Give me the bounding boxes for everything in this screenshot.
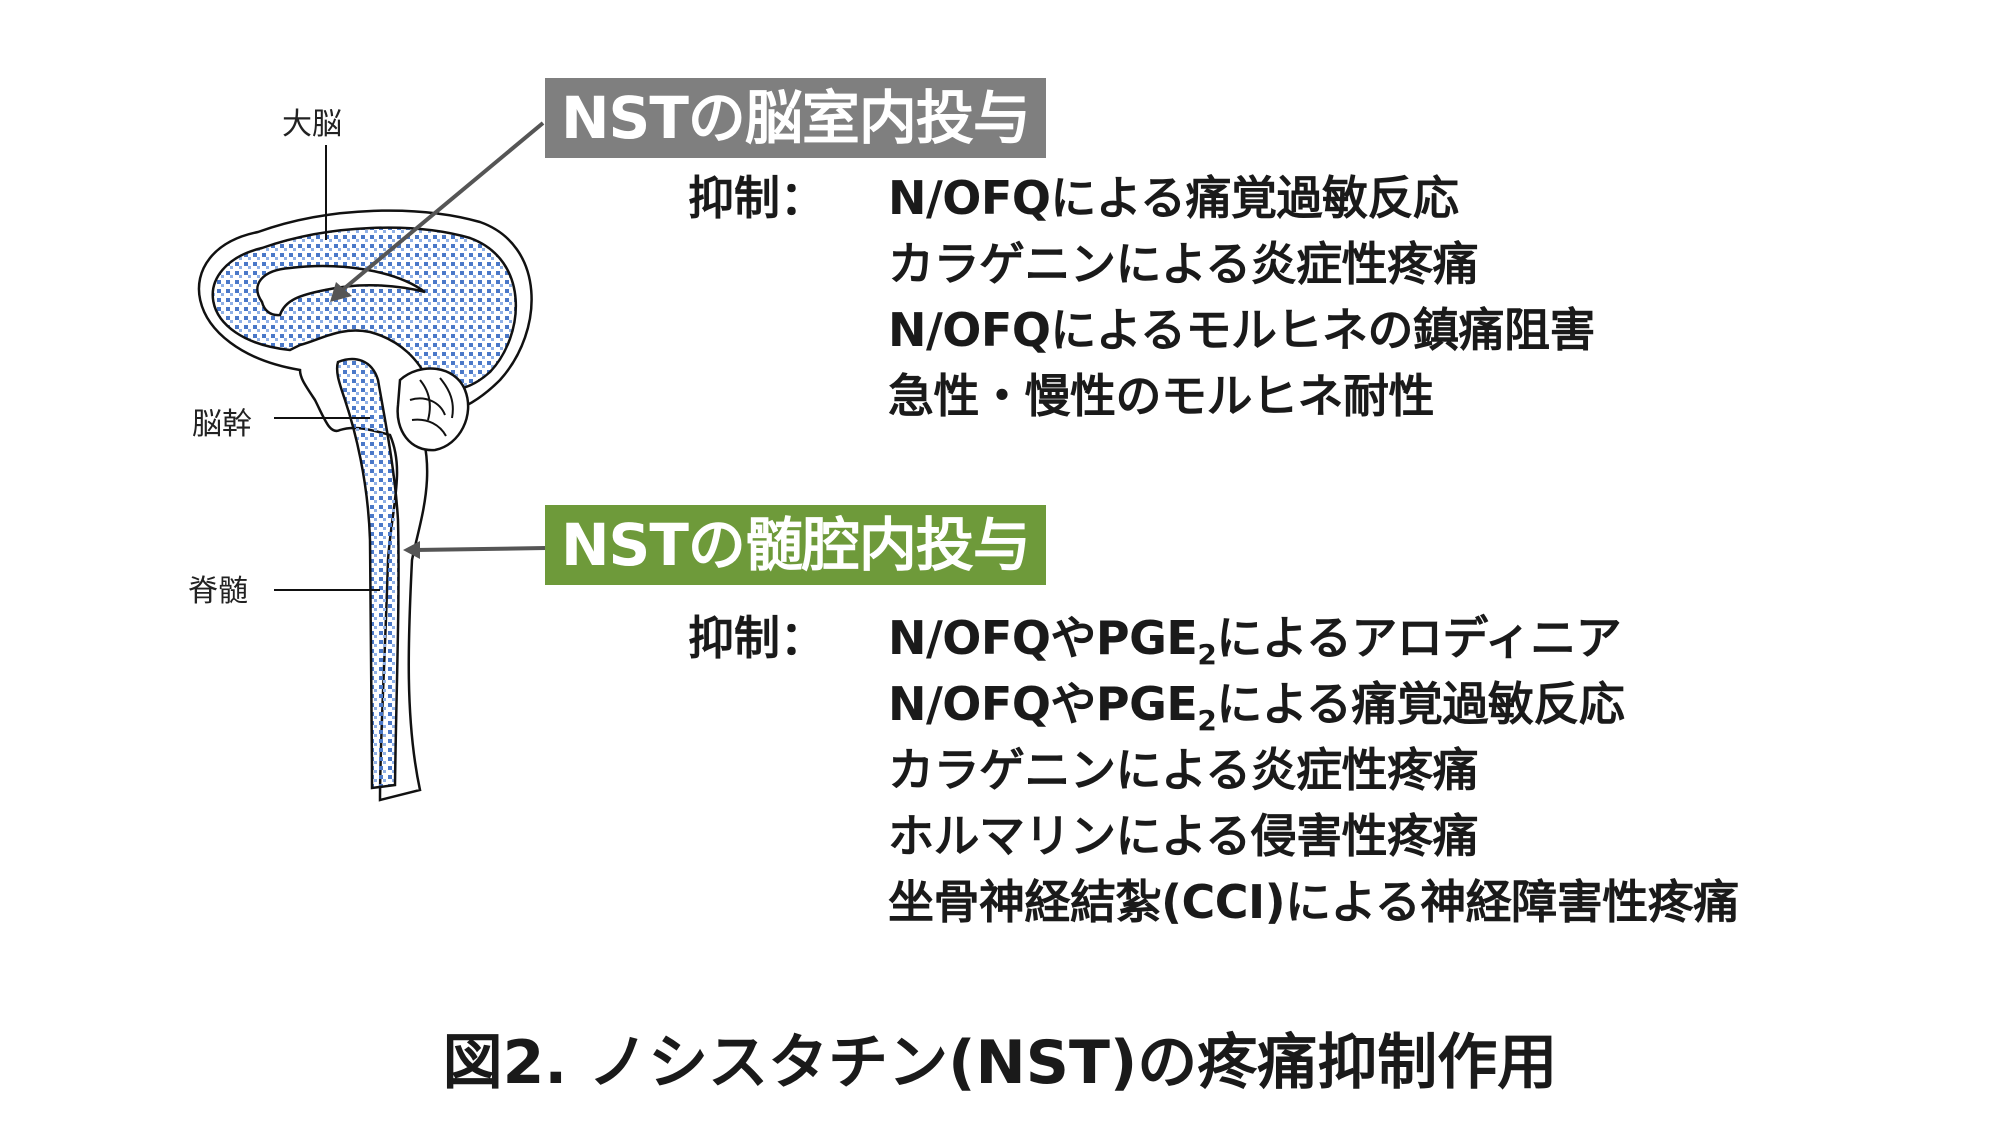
icv-effects-list: N/OFQによる痛覚過敏反応 カラゲニンによる炎症性疼痛 N/OFQによるモルヒ…	[888, 165, 1596, 429]
cerebrum-label: 大脳	[282, 107, 342, 142]
it-effects-list: N/OFQやPGE2によるアロディニア N/OFQやPGE2による痛覚過敏反応 …	[888, 605, 1739, 935]
it-arrow	[403, 541, 547, 559]
icv-inhibit-label: 抑制：	[688, 171, 826, 225]
spinal-cord-label: 脊髄	[188, 574, 248, 609]
cerebellum	[396, 367, 470, 452]
it-effect-item: N/OFQやPGE2による痛覚過敏反応	[888, 677, 1625, 738]
it-effect-item: 坐骨神経結紮(CCI)による神経障害性疼痛	[888, 875, 1739, 929]
lateral-ventricle	[256, 264, 426, 317]
figure-caption: 図2. ノシスタチン(NST)の疼痛抑制作用	[442, 1028, 1558, 1098]
it-title-box: NSTの髄腔内投与	[545, 505, 1046, 585]
icv-arrow	[330, 121, 545, 302]
it-effect-item: N/OFQやPGE2によるアロディニア	[888, 611, 1622, 672]
icv-effect-item: N/OFQによるモルヒネの鎮痛阻害	[888, 303, 1596, 357]
icv-effect-item: 急性・慢性のモルヒネ耐性	[888, 369, 1435, 423]
it-effect-item: ホルマリンによる侵害性疼痛	[888, 809, 1479, 863]
spinal-cord-dotted-fill	[335, 357, 400, 790]
it-inhibit-label: 抑制：	[688, 611, 826, 665]
icv-title-box: NSTの脳室内投与	[545, 78, 1046, 158]
icv-effect-item: カラゲニンによる炎症性疼痛	[888, 237, 1479, 291]
brainstem-label: 脳幹	[192, 407, 252, 442]
it-effect-item: カラゲニンによる炎症性疼痛	[888, 743, 1479, 797]
icv-effect-item: N/OFQによる痛覚過敏反応	[888, 171, 1459, 225]
